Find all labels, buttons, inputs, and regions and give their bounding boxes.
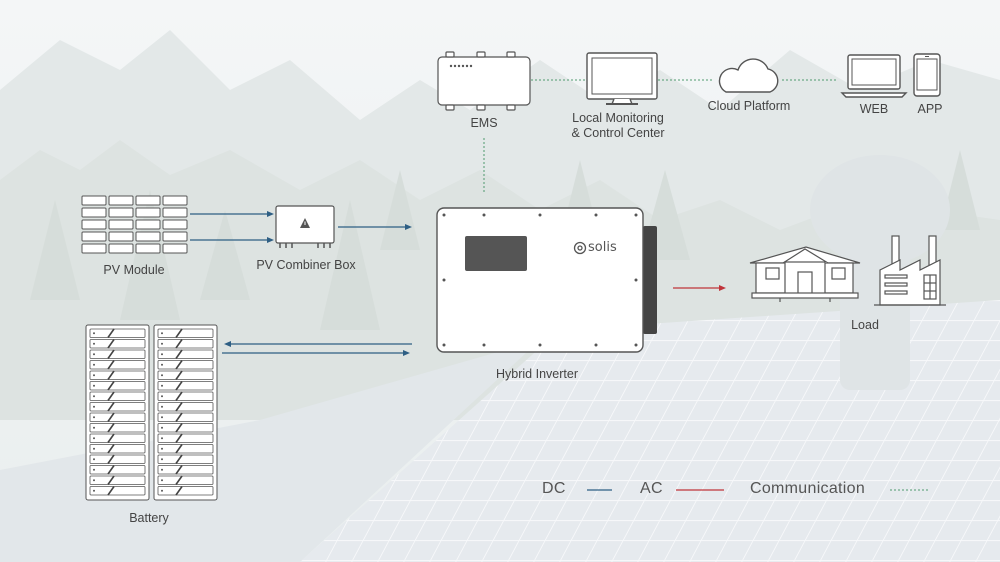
ac-lines (673, 285, 726, 491)
battery-module (89, 402, 146, 412)
legend-ac: AC (640, 480, 663, 497)
battery-module (157, 475, 214, 485)
laptop-icon (840, 54, 908, 98)
battery-module (157, 339, 214, 349)
battery-module (157, 391, 214, 401)
battery-module (89, 423, 146, 433)
battery-module (89, 328, 146, 338)
battery-module (157, 486, 214, 496)
monitor-icon (586, 52, 658, 105)
battery-module (89, 475, 146, 485)
battery-module (89, 349, 146, 359)
battery-modules (89, 328, 214, 496)
battery-module (157, 402, 214, 412)
brand-logo-text: solis (588, 240, 617, 255)
battery-module (89, 360, 146, 370)
battery-module (157, 328, 214, 338)
factory-icon (874, 235, 946, 306)
local-monitoring-label-line1: Local Monitoring (572, 111, 664, 125)
battery-module (157, 360, 214, 370)
load-label: Load (851, 318, 879, 332)
warning-icon (300, 218, 310, 228)
local-monitoring-label-line2: & Control Center (571, 126, 665, 140)
battery-module (89, 370, 146, 380)
battery-module (157, 381, 214, 391)
pv-combiner-box-label: PV Combiner Box (256, 258, 356, 272)
web-label: WEB (859, 102, 889, 116)
battery-module (157, 412, 214, 422)
battery-module (89, 486, 146, 496)
battery-module (157, 433, 214, 443)
battery-module (89, 454, 146, 464)
battery-module (157, 349, 214, 359)
communication-lines (483, 79, 928, 491)
phone-icon (913, 53, 941, 97)
battery-module (157, 444, 214, 454)
hybrid-inverter-label: Hybrid Inverter (496, 367, 578, 381)
app-label: APP (917, 102, 943, 116)
battery-module (157, 465, 214, 475)
battery-module (89, 433, 146, 443)
solar-panel-icon (81, 195, 188, 254)
ems-label: EMS (470, 116, 498, 130)
inverter-icon (436, 207, 657, 353)
battery-module (157, 370, 214, 380)
battery-module (89, 412, 146, 422)
battery-module (89, 465, 146, 475)
house-icon (749, 246, 861, 302)
pv-module-label: PV Module (103, 263, 165, 277)
cloud-icon (718, 58, 779, 93)
dc-lines (190, 211, 612, 491)
cloud-platform-label: Cloud Platform (707, 99, 791, 113)
legend-communication: Communication (750, 480, 866, 497)
battery-label: Battery (129, 511, 169, 525)
solis-logo-icon (573, 241, 587, 255)
battery-module (89, 339, 146, 349)
battery-module (157, 423, 214, 433)
battery-module (89, 391, 146, 401)
battery-module (89, 444, 146, 454)
ems-icon (437, 51, 531, 111)
battery-module (157, 454, 214, 464)
legend-dc: DC (542, 480, 566, 497)
battery-module (89, 381, 146, 391)
